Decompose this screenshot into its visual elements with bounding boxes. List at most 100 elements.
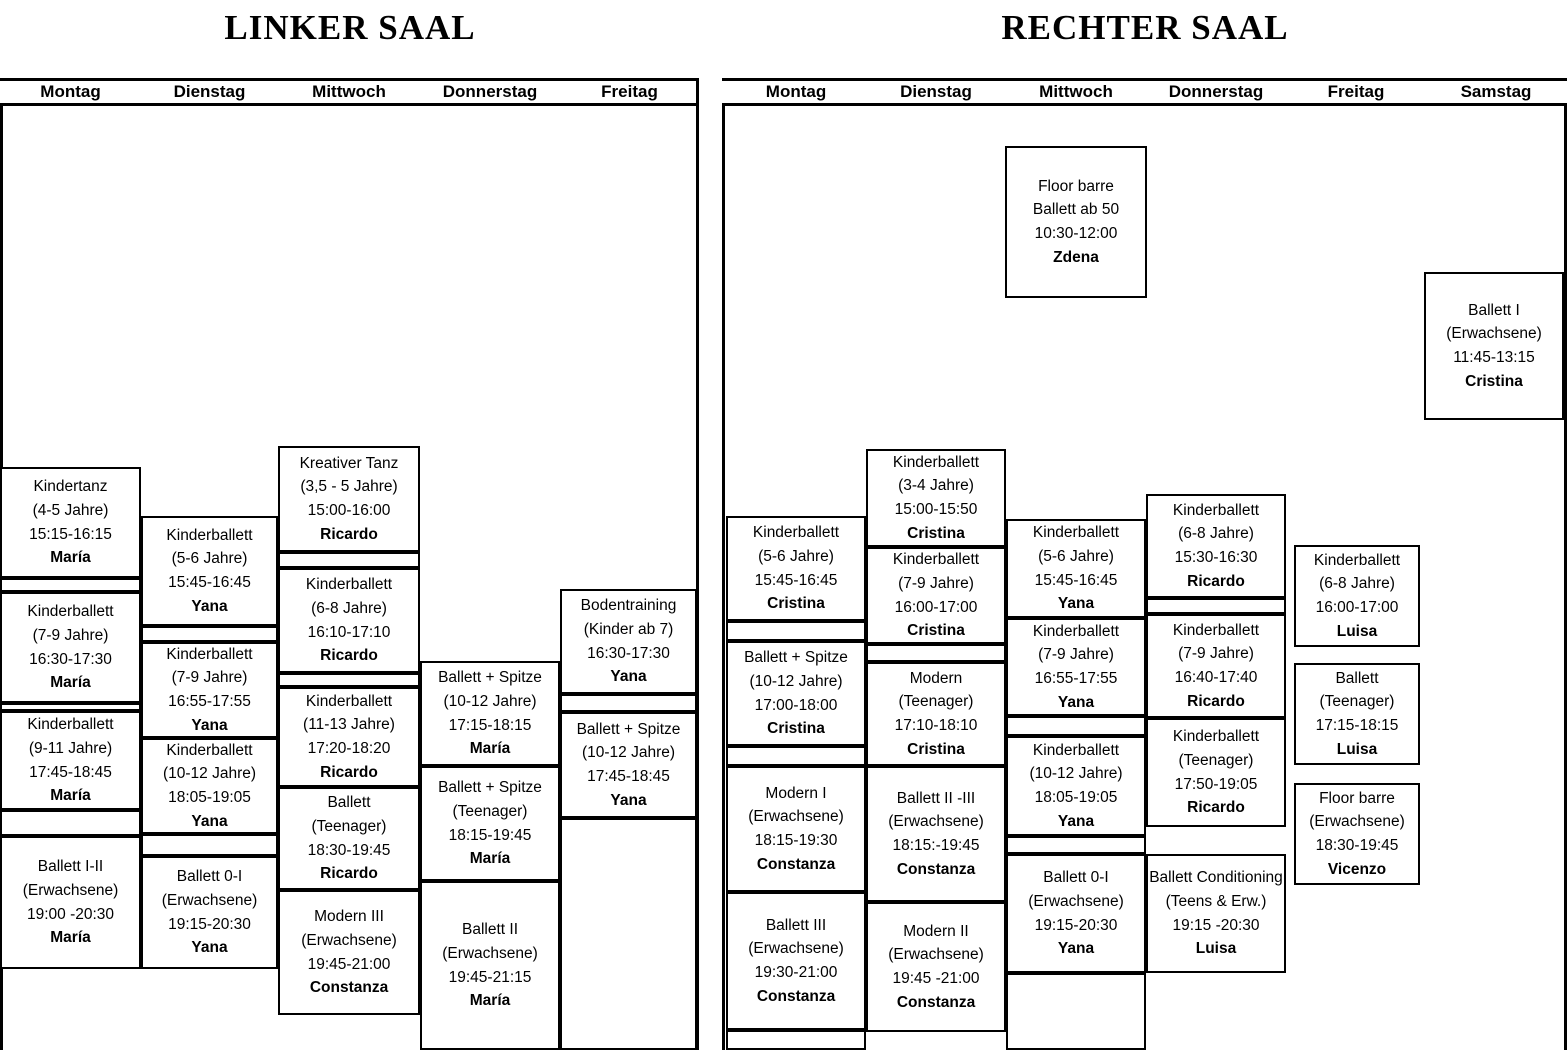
class-teacher: María xyxy=(50,787,91,805)
class-teacher: Constanza xyxy=(896,993,976,1011)
class-card[interactable]: Kinderballett (7-9 Jahre) 16:55-17:55 Ya… xyxy=(1006,618,1146,716)
class-card[interactable]: Kinderballett (6-8 Jahre) 15:30-16:30 Ri… xyxy=(1146,494,1286,598)
class-age: (Erwachsene) xyxy=(1309,813,1405,831)
class-age: (Teens & Erw.) xyxy=(1165,892,1267,910)
class-card[interactable]: Kinderballett (5-6 Jahre) 15:45-16:45 Cr… xyxy=(726,516,866,621)
class-card[interactable]: Modern (Teenager) 17:10-18:10 Cristina xyxy=(866,662,1006,766)
class-teacher: Yana xyxy=(191,812,228,830)
class-card[interactable]: Ballett 0-I (Erwachsene) 19:15-20:30 Yan… xyxy=(141,856,278,969)
class-teacher: Luisa xyxy=(1336,622,1378,640)
class-card[interactable]: Kinderballett (6-8 Jahre) 16:10-17:10 Ri… xyxy=(278,568,420,673)
class-teacher: Yana xyxy=(1057,812,1095,830)
class-card[interactable]: Kinderballett (7-9 Jahre) 16:55-17:55 Ya… xyxy=(141,642,278,738)
class-age: (Teenager) xyxy=(452,802,528,820)
class-teacher: Yana xyxy=(191,597,228,615)
class-age: (Erwachsene) xyxy=(748,808,844,826)
class-card[interactable]: Kinderballett (7-9 Jahre) 16:40-17:40 Ri… xyxy=(1146,614,1286,718)
class-time: 11:45-13:15 xyxy=(1453,349,1535,366)
class-card[interactable]: Ballett (Teenager) 18:30-19:45 Ricardo xyxy=(278,787,420,890)
class-name: Modern III xyxy=(314,908,384,926)
class-time: 18:30-19:45 xyxy=(307,841,391,859)
class-name: Ballett III xyxy=(765,916,827,934)
class-teacher: Ricardo xyxy=(320,763,378,781)
class-name: Ballett + Spitze xyxy=(744,649,848,667)
class-card[interactable]: Kinderballett (3-4 Jahre) 15:00-15:50 Cr… xyxy=(866,449,1006,547)
class-card[interactable]: Kreativer Tanz (3,5 - 5 Jahre) 15:00-16:… xyxy=(278,446,420,552)
class-name: Kinderballett xyxy=(27,603,114,621)
class-name: Ballett I-II xyxy=(37,858,104,876)
class-card[interactable]: Modern III (Erwachsene) 19:45-21:00 Cons… xyxy=(278,890,420,1015)
class-card[interactable]: Kindertanz (4-5 Jahre) 15:15-16:15 María xyxy=(0,467,141,578)
class-card[interactable]: Kinderballett (10-12 Jahre) 18:05-19:05 … xyxy=(141,738,278,834)
class-age: (7-9 Jahre) xyxy=(1038,646,1114,664)
class-card[interactable]: Floor barre (Erwachsene) 18:30-19:45 Vic… xyxy=(1294,783,1420,885)
class-card[interactable]: Ballett III (Erwachsene) 19:30-21:00 Con… xyxy=(726,892,866,1030)
class-card[interactable]: Kinderballett (5-6 Jahre) 15:45-16:45 Ya… xyxy=(141,516,278,626)
spacer-cell xyxy=(0,810,141,836)
class-time: 17:45-18:45 xyxy=(587,768,670,785)
spacer-cell xyxy=(1006,716,1146,736)
class-card[interactable]: Kinderballett (7-9 Jahre) 16:00-17:00 Cr… xyxy=(866,547,1006,644)
class-card[interactable]: Ballett II (Erwachsene) 19:45-21:15 Marí… xyxy=(420,881,560,1050)
class-time: 15:30-16:30 xyxy=(1174,549,1258,566)
class-time: 15:45-16:45 xyxy=(168,574,251,591)
class-card[interactable]: Ballett + Spitze (Teenager) 18:15-19:45 … xyxy=(420,766,560,881)
class-card[interactable]: Kinderballett (6-8 Jahre) 16:00-17:00 Lu… xyxy=(1294,545,1420,647)
class-time: 19:45-21:15 xyxy=(448,968,532,986)
class-time: 15:00-16:00 xyxy=(307,502,391,519)
class-card[interactable]: Ballett + Spitze (10-12 Jahre) 17:45-18:… xyxy=(560,712,697,818)
class-time: 18:15-19:45 xyxy=(448,826,532,844)
spacer-cell xyxy=(141,834,278,856)
class-card[interactable]: Ballett I-II (Erwachsene) 19:00 -20:30 M… xyxy=(0,836,141,969)
class-card[interactable]: Kinderballett (9-11 Jahre) 17:45-18:45 M… xyxy=(0,711,141,810)
class-teacher: Cristina xyxy=(767,595,825,613)
spacer-cell xyxy=(0,578,141,592)
class-name: Kreativer Tanz xyxy=(299,454,399,472)
class-name: Modern I xyxy=(765,784,827,802)
header-rule-top-right xyxy=(722,78,1567,81)
class-card[interactable]: Ballett I (Erwachsene) 11:45-13:15 Crist… xyxy=(1424,272,1564,420)
header-rule-bottom-left xyxy=(0,103,699,106)
class-card[interactable]: Kinderballett (5-6 Jahre) 15:45-16:45 Ya… xyxy=(1006,519,1146,618)
class-teacher: Constanza xyxy=(756,987,836,1005)
class-teacher: Cristina xyxy=(767,720,825,738)
class-card[interactable]: Ballett (Teenager) 17:15-18:15 Luisa xyxy=(1294,663,1420,765)
class-age: (10-12 Jahre) xyxy=(749,672,843,690)
class-card[interactable]: Floor barre Ballett ab 50 10:30-12:00 Zd… xyxy=(1005,146,1147,298)
class-name: Ballett + Spitze xyxy=(438,669,542,687)
class-teacher: María xyxy=(50,929,91,947)
class-card[interactable]: Kinderballett (10-12 Jahre) 18:05-19:05 … xyxy=(1006,736,1146,836)
class-card[interactable]: Ballett 0-I (Erwachsene) 19:15-20:30 Yan… xyxy=(1006,854,1146,973)
class-name: Ballett + Spitze xyxy=(438,779,542,797)
class-teacher: Yana xyxy=(1057,693,1095,711)
class-card[interactable]: Ballett II -III (Erwachsene) 18:15:-19:4… xyxy=(866,766,1006,902)
class-card[interactable]: Ballett + Spitze (10-12 Jahre) 17:15-18:… xyxy=(420,661,560,766)
class-name: Kinderballett xyxy=(166,741,253,759)
class-card[interactable]: Kinderballett (11-13 Jahre) 17:20-18:20 … xyxy=(278,687,420,787)
spacer-cell xyxy=(1006,836,1146,854)
class-name: Kinderballett xyxy=(892,453,980,471)
class-card[interactable]: Kinderballett (Teenager) 17:50-19:05 Ric… xyxy=(1146,718,1286,827)
class-card[interactable]: Ballett Conditioning (Teens & Erw.) 19:1… xyxy=(1146,854,1286,973)
class-card[interactable]: Ballett + Spitze (10-12 Jahre) 17:00-18:… xyxy=(726,641,866,746)
class-name: Kinderballett xyxy=(166,526,253,544)
class-teacher: Cristina xyxy=(907,622,965,640)
class-name: Bodentraining xyxy=(580,597,677,615)
class-teacher: Constanza xyxy=(309,979,389,997)
class-time: 15:00-15:50 xyxy=(894,501,978,518)
class-time: 19:00 -20:30 xyxy=(26,905,115,923)
class-age: (11-13 Jahre) xyxy=(303,716,395,734)
class-age: (10-12 Jahre) xyxy=(581,744,676,762)
class-teacher: María xyxy=(469,850,511,868)
class-name: Kinderballett xyxy=(752,524,840,542)
day-header-dienstag-left: Dienstag xyxy=(173,82,246,101)
class-age: (7-9 Jahre) xyxy=(1178,645,1254,663)
class-card[interactable]: Modern II (Erwachsene) 19:45 -21:00 Cons… xyxy=(866,902,1006,1032)
day-header-samstag-right: Samstag xyxy=(1460,82,1532,101)
class-teacher: Ricardo xyxy=(320,525,378,543)
class-card[interactable]: Bodentraining (Kinder ab 7) 16:30-17:30 … xyxy=(560,589,697,694)
class-card[interactable]: Kinderballett (7-9 Jahre) 16:30-17:30 Ma… xyxy=(0,592,141,703)
class-name: Kinderballett xyxy=(27,716,114,734)
class-card[interactable]: Modern I (Erwachsene) 18:15-19:30 Consta… xyxy=(726,766,866,892)
class-age: (Teenager) xyxy=(1178,751,1254,769)
